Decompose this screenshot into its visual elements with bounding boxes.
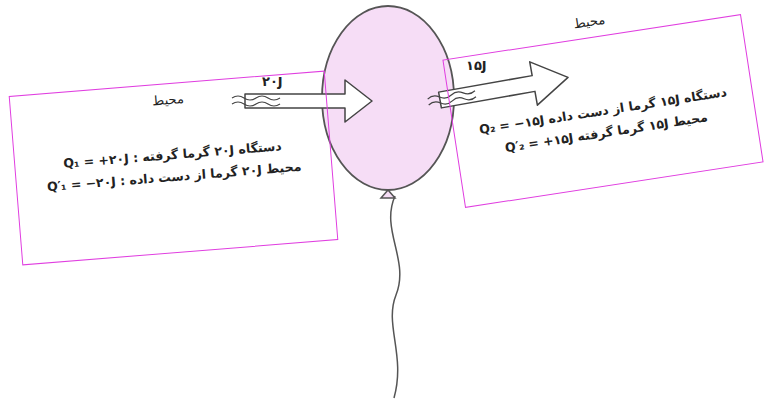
- environment-box: محیطدستگاه ۱۵J گرما از دست داده Q₂ = −۱۵…: [442, 14, 763, 208]
- heat-amount: ۱۵J: [466, 58, 487, 73]
- balloon-knot: [381, 190, 395, 198]
- heat-amount: ۲۰J: [262, 74, 283, 89]
- environment-heading: محیط: [440, 0, 739, 52]
- environment-box: محیطدستگاه ۲۰J گرما گرفته : Q₁ = +۲۰Jمحی…: [9, 71, 339, 266]
- heat-in-arrow: [232, 80, 372, 122]
- balloon-string: [391, 196, 400, 398]
